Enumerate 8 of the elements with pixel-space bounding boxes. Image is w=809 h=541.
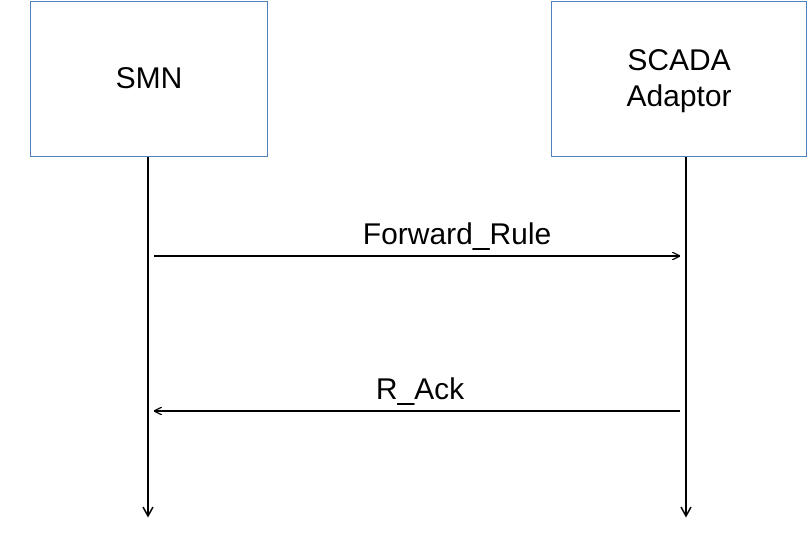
lifeline-arrow xyxy=(142,157,154,517)
participant-name: SCADA Adaptor xyxy=(625,43,733,115)
participant-box xyxy=(30,1,268,157)
lifeline-arrow xyxy=(680,157,692,517)
message-arrow xyxy=(153,406,680,416)
participant-name: SMN xyxy=(116,61,182,97)
participant-box xyxy=(551,1,807,157)
message-arrow xyxy=(154,251,681,261)
